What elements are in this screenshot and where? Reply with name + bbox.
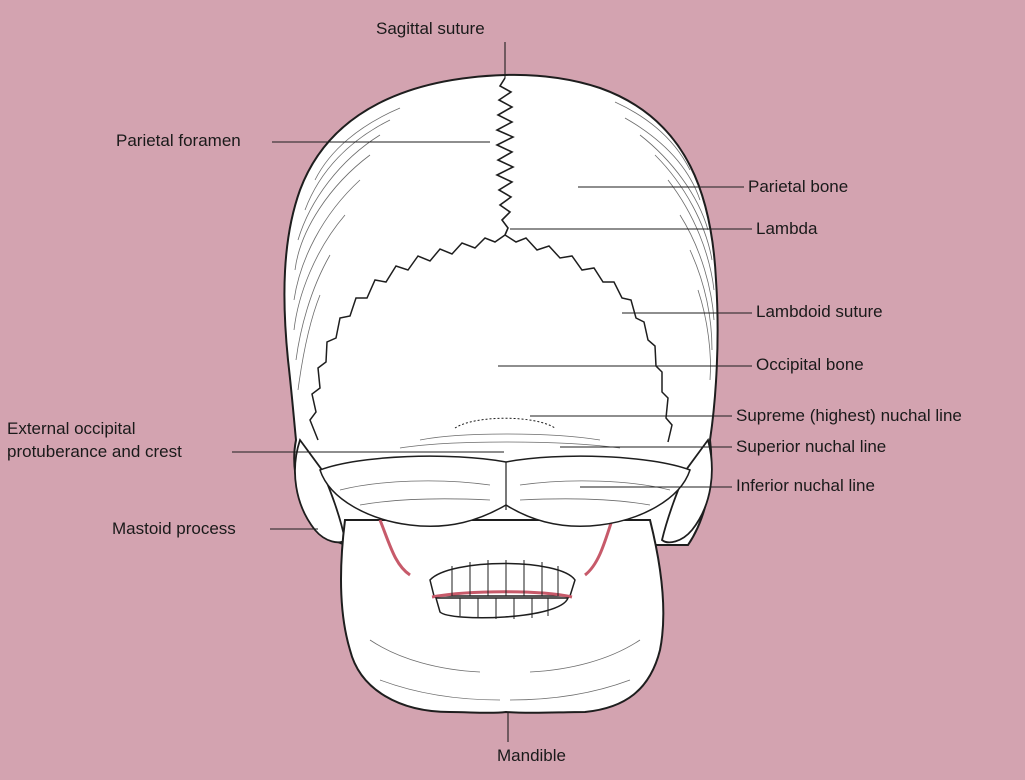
label-sagittal-suture: Sagittal suture	[376, 19, 485, 39]
label-mastoid-process: Mastoid process	[112, 519, 236, 539]
label-occipital-bone: Occipital bone	[756, 355, 864, 375]
label-lambdoid-suture: Lambdoid suture	[756, 302, 883, 322]
label-parietal-bone: Parietal bone	[748, 177, 848, 197]
label-superior-nuchal-line: Superior nuchal line	[736, 437, 886, 457]
label-external-occipital-line1: External occipital	[7, 419, 136, 439]
label-parietal-foramen: Parietal foramen	[116, 131, 241, 151]
label-mandible: Mandible	[497, 746, 566, 766]
label-supreme-nuchal-line: Supreme (highest) nuchal line	[736, 406, 962, 426]
label-inferior-nuchal-line: Inferior nuchal line	[736, 476, 875, 496]
label-external-occipital-line2: protuberance and crest	[7, 442, 182, 462]
label-lambda: Lambda	[756, 219, 817, 239]
